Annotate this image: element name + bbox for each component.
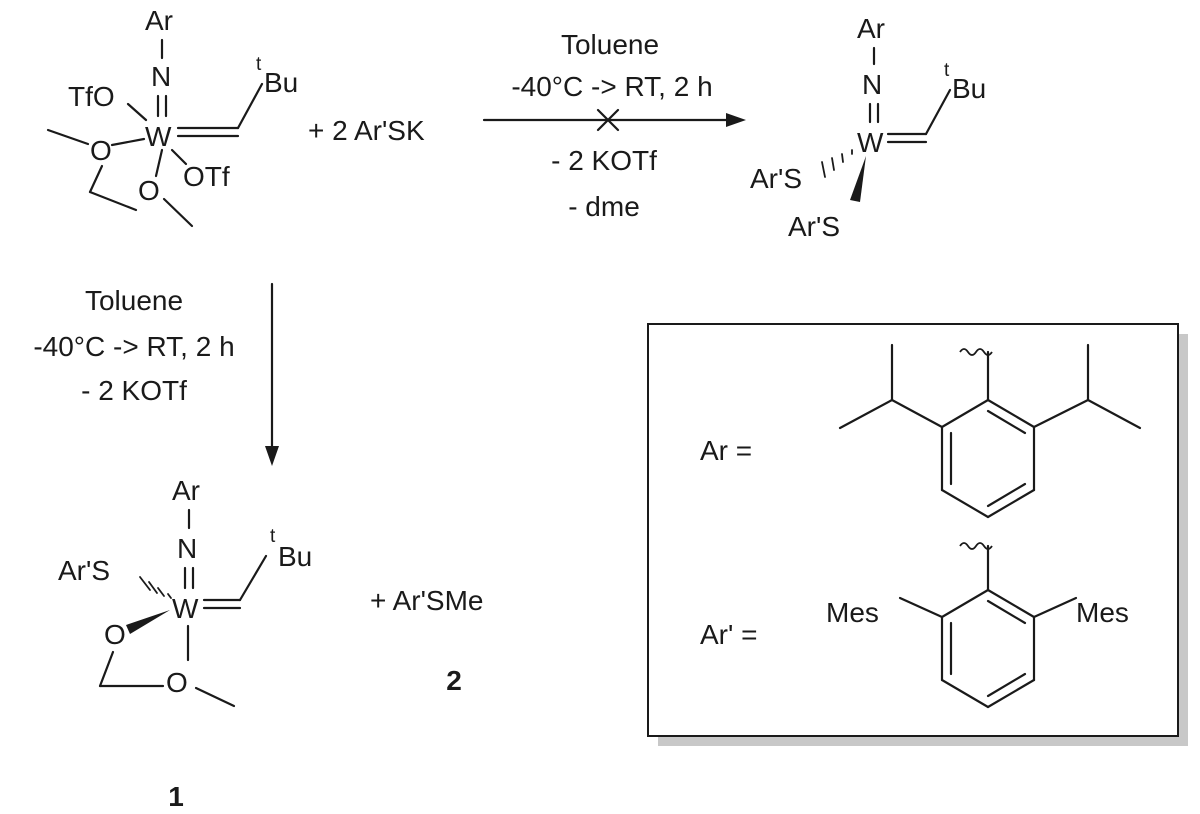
legend-frame bbox=[647, 323, 1179, 737]
target-n-atom: N bbox=[862, 69, 882, 100]
reactant-dme-o2: O bbox=[138, 175, 160, 206]
reactant-dme-o1: O bbox=[90, 135, 112, 166]
reactant-w-atom: W bbox=[145, 121, 172, 152]
down-arrow-solvent: Toluene bbox=[85, 285, 183, 316]
product1-o1-c-bond bbox=[98, 650, 115, 688]
reactant-complex: Ar N W t Bu TfO OTf O O bbox=[46, 5, 298, 228]
legend-ar-label: Ar = bbox=[700, 435, 752, 466]
reactant-ar-label: Ar bbox=[145, 5, 173, 36]
top-arrow-byproduct1: - 2 KOTf bbox=[551, 145, 657, 176]
target-w-atom: W bbox=[857, 127, 884, 158]
reactant-otf-left-bond bbox=[126, 102, 148, 122]
down-reaction-arrow: Toluene -40°C -> RT, 2 h - 2 KOTf bbox=[33, 282, 279, 466]
product-1-complex: Ar N W t Bu Ar'S O O 1 bbox=[58, 475, 312, 812]
product1-tbu-label: Bu bbox=[278, 541, 312, 572]
reactant-otf-left: TfO bbox=[68, 81, 115, 112]
legend-mes-right: Mes bbox=[1076, 597, 1129, 628]
product1-t-superscript: t bbox=[270, 526, 276, 547]
product1-methyl-bond bbox=[194, 686, 236, 708]
target-sar-bottom: Ar'S bbox=[788, 211, 840, 242]
product1-o1: O bbox=[104, 619, 126, 650]
legend-mes-left: Mes bbox=[826, 597, 879, 628]
top-arrow-solvent: Toluene bbox=[561, 29, 659, 60]
legend-arp-label: Ar' = bbox=[700, 619, 757, 650]
product1-o2: O bbox=[166, 667, 188, 698]
product1-w-atom: W bbox=[172, 593, 199, 624]
product1-sar-label: Ar'S bbox=[58, 555, 110, 586]
target-ar-label: Ar bbox=[857, 13, 885, 44]
product2-compound-number: 2 bbox=[446, 665, 462, 696]
target-hashed-wedge bbox=[821, 149, 853, 178]
reactant-o1-w-bond bbox=[110, 137, 146, 147]
legend-box: Ar = Ar' = bbox=[647, 323, 1188, 746]
ar-attachment-wavy-icon bbox=[959, 348, 993, 356]
target-t-superscript: t bbox=[944, 60, 950, 81]
target-c-tbu-bond bbox=[924, 88, 952, 136]
product1-hashed-wedge bbox=[139, 576, 172, 599]
reactant-c-tbu-bond bbox=[236, 82, 264, 130]
down-arrow-head bbox=[265, 446, 279, 466]
reactant-n-atom: N bbox=[151, 61, 171, 92]
target-tbu-label: Bu bbox=[952, 73, 986, 104]
product1-solid-wedge bbox=[126, 610, 170, 634]
product1-ar-label: Ar bbox=[172, 475, 200, 506]
reactant-o1-c-bond bbox=[88, 164, 104, 194]
reactant-c-c-bond bbox=[88, 190, 138, 212]
product1-c-tbu-bond bbox=[238, 554, 268, 602]
reactant-tbu-label: Bu bbox=[264, 67, 298, 98]
reactant-w-o2-bond bbox=[154, 148, 164, 178]
top-arrow-head bbox=[726, 113, 746, 127]
reactant-otf-right: OTf bbox=[183, 161, 230, 192]
reactant-otf-right-bond bbox=[170, 148, 188, 166]
top-arrow-byproduct2: - dme bbox=[568, 191, 640, 222]
target-sar-left: Ar'S bbox=[750, 163, 802, 194]
product1-compound-number: 1 bbox=[168, 781, 184, 812]
cross-mark-b bbox=[596, 108, 620, 132]
legend-ar-structure bbox=[838, 343, 1142, 519]
reactant-dme-methyl2-bond bbox=[162, 197, 194, 228]
top-arrow-conditions: -40°C -> RT, 2 h bbox=[511, 71, 712, 102]
down-arrow-conditions: -40°C -> RT, 2 h bbox=[33, 331, 234, 362]
target-complex: Ar N W t Bu Ar'S Ar'S bbox=[750, 13, 986, 242]
product1-n-atom: N bbox=[177, 533, 197, 564]
top-reaction-arrow: Toluene -40°C -> RT, 2 h - 2 KOTf - dme bbox=[482, 29, 746, 222]
reagent-label: + 2 Ar'SK bbox=[308, 115, 425, 146]
arp-attachment-wavy-icon bbox=[959, 542, 993, 550]
down-arrow-byproduct: - 2 KOTf bbox=[81, 375, 187, 406]
reactant-dme-methyl1-bond bbox=[46, 128, 90, 146]
target-solid-wedge bbox=[850, 156, 866, 202]
legend-arp-structure bbox=[898, 542, 1078, 709]
reactant-t-superscript: t bbox=[256, 54, 262, 75]
product2-formula: + Ar'SMe bbox=[370, 585, 484, 616]
